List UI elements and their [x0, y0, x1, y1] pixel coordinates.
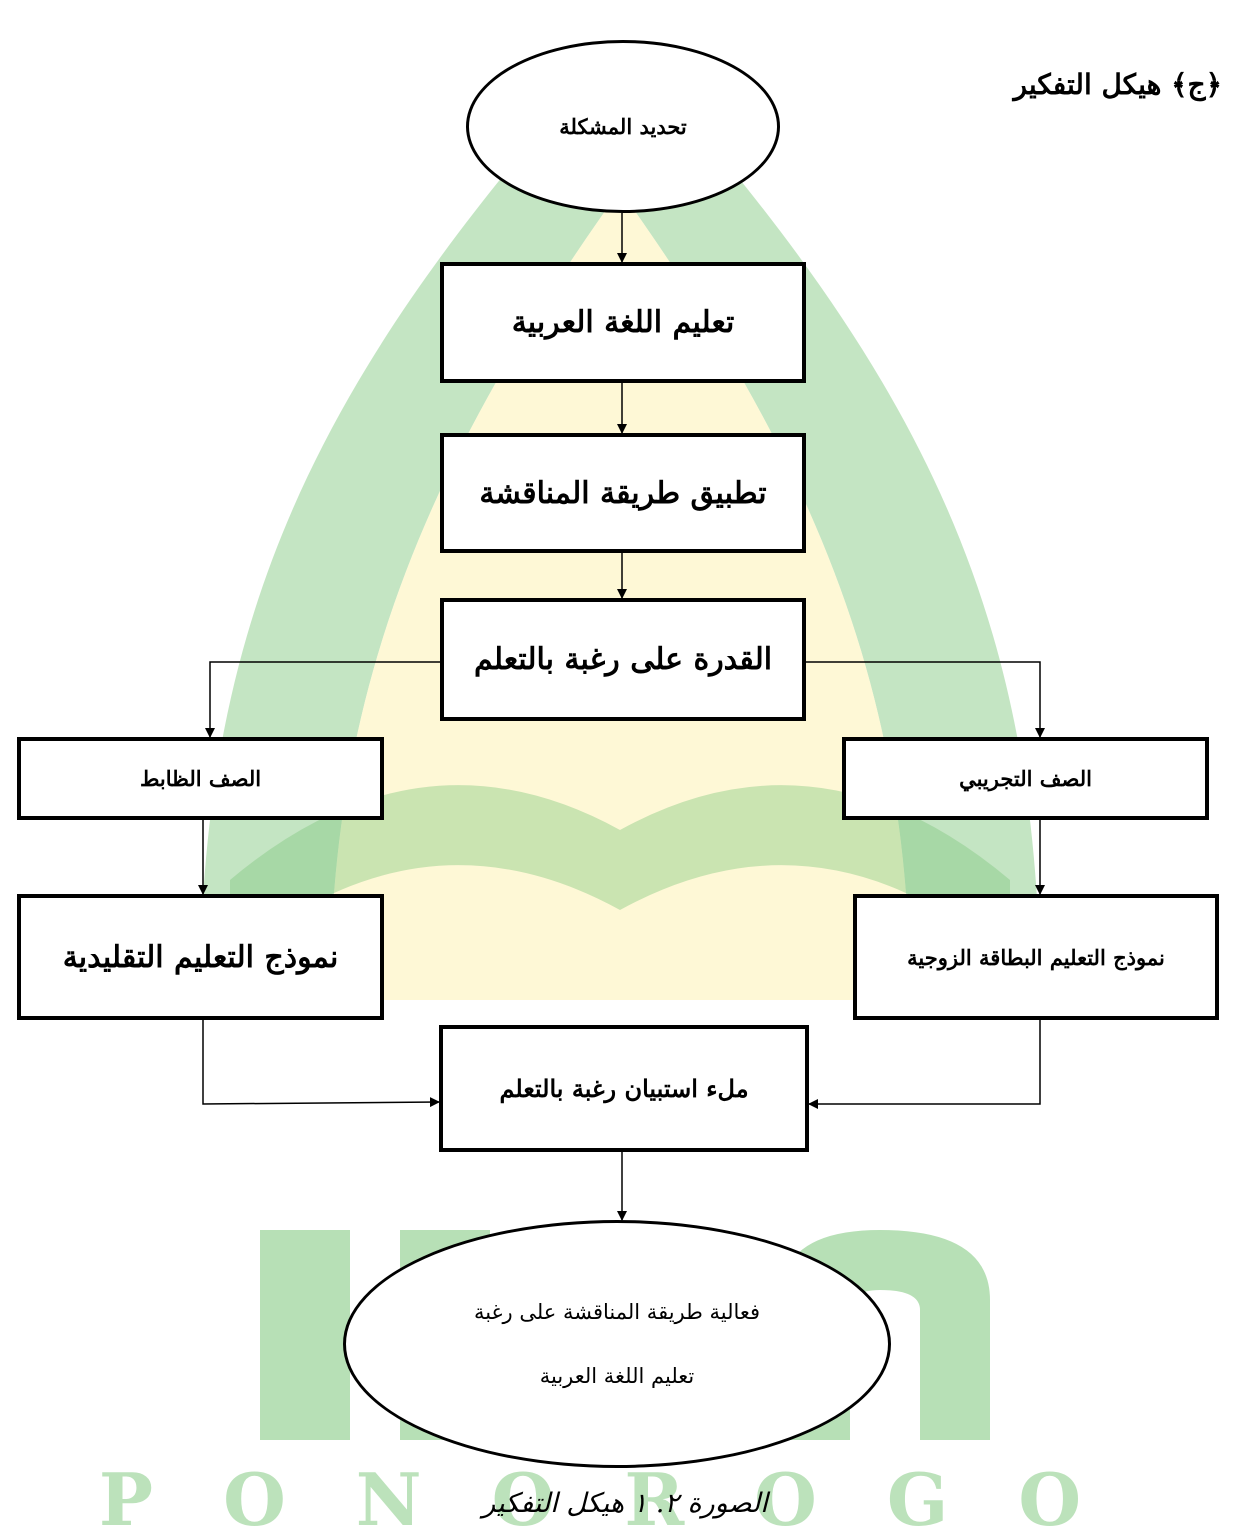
node-learning-desire: القدرة على رغبة بالتعلم [440, 598, 806, 721]
arrow-ability-to-control [205, 661, 440, 738]
section-heading: ﴿ج﴾ هيكل التفكير [1013, 68, 1222, 101]
node-arabic-teaching: تعليم اللغة العربية [440, 262, 806, 383]
node-problem-identification-label: تحديد المشكلة [559, 114, 687, 139]
arrow-ability-to-experimental [806, 661, 1045, 738]
node-problem-identification: تحديد المشكلة [466, 40, 780, 213]
figure-caption: الصورة ٢. ١ هيكل التفكير [482, 1488, 768, 1519]
node-experimental-class-label: الصف التجريبي [959, 766, 1092, 791]
node-traditional-model: نموذج التعليم التقليدية [17, 894, 384, 1020]
watermark-book [230, 785, 1010, 960]
node-result-line1: فعالية طريقة المناقشة على رغبة [473, 1300, 761, 1324]
node-experimental-class: الصف التجريبي [842, 737, 1209, 820]
node-apply-discussion-label: تطبيق طريقة المناقشة [479, 475, 767, 511]
node-learning-desire-label: القدرة على رغبة بالتعلم [473, 642, 773, 677]
node-result-line2: تعليم اللغة العربية [539, 1364, 695, 1388]
arrow-card-to-questionnaire [808, 1020, 1041, 1109]
node-traditional-model-label: نموذج التعليم التقليدية [62, 939, 339, 975]
node-control-class: الصف الظابط [17, 737, 384, 820]
node-card-model: نموذج التعليم البطاقة الزوجية [853, 894, 1219, 1020]
node-card-model-label: نموذج التعليم البطاقة الزوجية [907, 944, 1165, 970]
node-result: فعالية طريقة المناقشة على رغبة تعليم الل… [343, 1220, 891, 1468]
node-apply-discussion: تطبيق طريقة المناقشة [440, 433, 806, 553]
node-questionnaire: ملء استبيان رغبة بالتعلم [439, 1025, 809, 1152]
node-questionnaire-label: ملء استبيان رغبة بالتعلم [499, 1074, 749, 1103]
node-control-class-label: الصف الظابط [139, 766, 262, 791]
node-arabic-teaching-label: تعليم اللغة العربية [511, 305, 735, 340]
watermark-bar-left [260, 1230, 350, 1440]
arrow-traditional-to-questionnaire [202, 1020, 440, 1108]
watermark-text: PONOROGO [99, 1457, 1151, 1530]
